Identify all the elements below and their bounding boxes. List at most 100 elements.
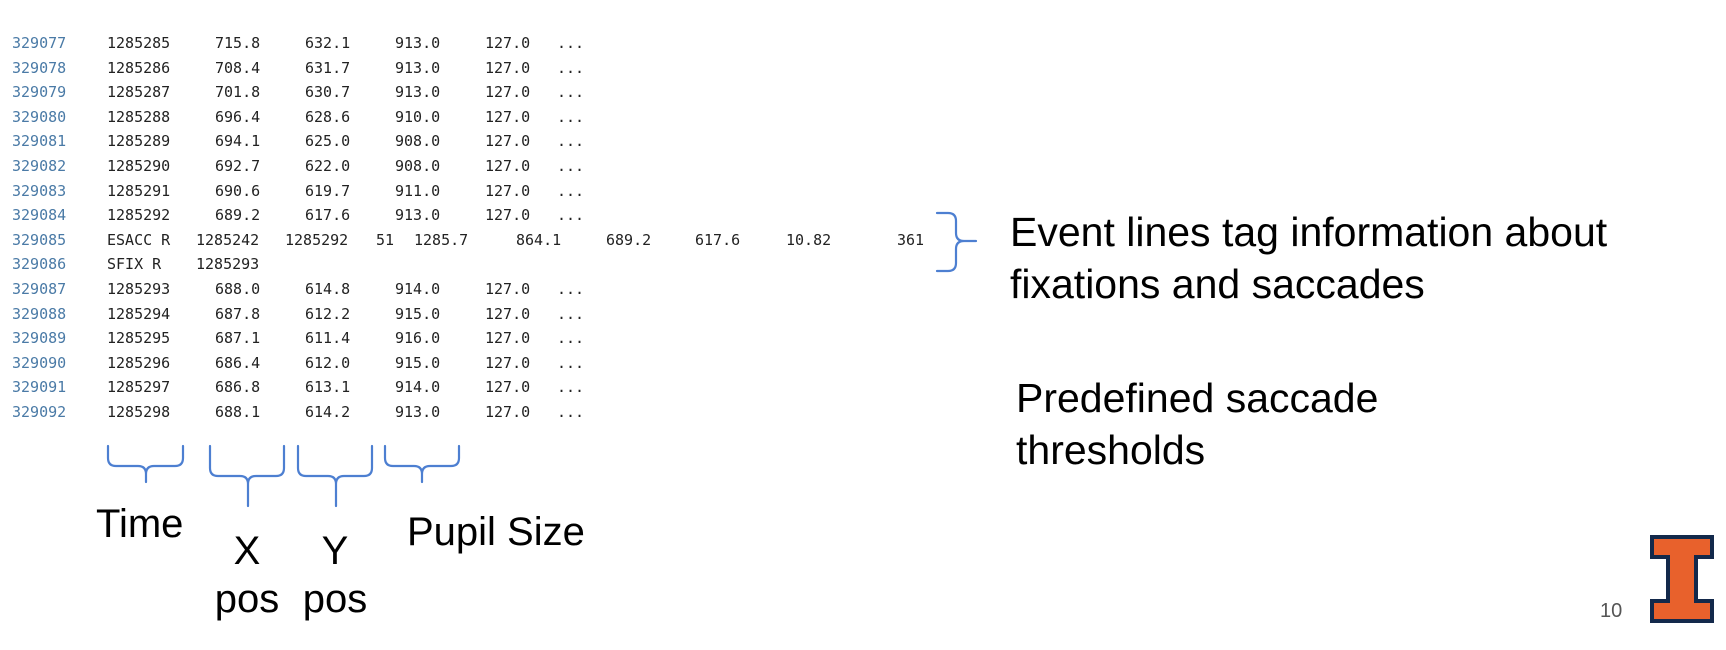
listing-cell: 864.1 [516,230,562,249]
listing-cell: ESACC R [107,230,171,249]
listing-cell: ... [557,58,585,77]
line-number: 329085 [12,230,67,249]
line-number: 329078 [12,58,67,77]
line-number: 329077 [12,34,67,52]
listing-cell: 1285297 [107,378,171,397]
listing-cell: 361 [897,230,925,249]
listing-cell: 913.0 [395,58,441,77]
listing-cell: ... [557,181,585,200]
listing-cell: 630.7 [305,83,351,102]
listing-cell: 632.1 [305,34,351,52]
listing-cell: 622.0 [305,157,351,175]
listing-cell: 913.0 [395,83,441,102]
listing-cell: ... [557,280,585,298]
listing-cell: ... [557,329,585,348]
listing-cell: 915.0 [395,353,441,372]
line-number: 329079 [12,83,67,102]
listing-cell: 688.1 [215,403,261,421]
listing-cell: 1285290 [107,157,171,175]
listing-cell: 701.8 [215,83,261,102]
listing-cell: 51 [376,230,395,249]
listing-cell: 1285294 [107,304,171,323]
listing-cell: 1285242 [196,230,260,249]
listing-cell: 1285286 [107,58,171,77]
listing-cell: 1285293 [196,255,260,274]
listing-cell: ... [557,83,585,102]
listing-cell: 127.0 [485,107,531,126]
x-pos-label: X pos [215,527,280,623]
line-number: 329081 [12,132,67,151]
listing-cell: 1285298 [107,403,171,421]
listing-cell: 612.2 [305,304,351,323]
x-pos-label-line2: pos [214,577,280,621]
listing-cell: 625.0 [305,132,351,151]
listing-cell: 689.2 [606,230,652,249]
line-number: 329083 [12,181,67,200]
line-number: 329087 [12,280,67,298]
listing-cell: 708.4 [215,58,261,77]
listing-cell: 914.0 [395,378,441,397]
listing-cell: 1285293 [107,280,171,298]
listing-cell: ... [557,206,585,225]
listing-cell: 911.0 [395,181,441,200]
event-lines-callout: Event lines tag information about fixati… [1010,206,1607,310]
listing-cell: ... [557,157,585,175]
page-number: 10 [1600,600,1623,622]
listing-cell: 127.0 [485,83,531,102]
line-number: 329082 [12,157,67,175]
listing-cell: 127.0 [485,280,531,298]
listing-cell: 690.6 [215,181,261,200]
listing-cell: 1285287 [107,83,171,102]
line-number: 329091 [12,378,67,397]
sample-line: 329079 1285287 701.8 630.7 913.0 127.0... [0,80,1000,104]
listing-cell: 127.0 [485,34,531,52]
listing-cell: 1285289 [107,132,171,151]
event-lines-brace [935,211,978,273]
line-number: 329090 [12,353,67,372]
listing-cell: 631.7 [305,58,351,77]
line-number: 329089 [12,329,67,348]
listing-cell: 916.0 [395,329,441,348]
listing-cell: ... [557,403,585,421]
listing-cell: 127.0 [485,157,531,175]
y-pos-label: Y pos [303,527,368,623]
line-number: 329084 [12,206,67,225]
pupil-size-brace [383,444,461,484]
saccade-thresholds-callout-line1: Predefined saccade [1016,375,1379,421]
listing-cell: ... [557,107,585,126]
listing-cell: 127.0 [485,132,531,151]
listing-cell: 1285291 [107,181,171,200]
listing-cell: ... [557,132,585,151]
listing-cell: 127.0 [485,58,531,77]
listing-cell: 1285295 [107,329,171,348]
listing-cell: SFIX R [107,255,162,274]
listing-cell: 908.0 [395,157,441,175]
line-number: 329080 [12,107,67,126]
listing-cell: 127.0 [485,181,531,200]
listing-cell: 614.8 [305,280,351,298]
listing-cell: 127.0 [485,304,531,323]
listing-cell: 915.0 [395,304,441,323]
listing-cell: 617.6 [695,230,741,249]
x-pos-brace [208,444,286,508]
listing-cell: 1285292 [107,206,171,225]
listing-cell: 687.1 [215,329,261,348]
listing-cell: 611.4 [305,329,351,348]
listing-cell: 910.0 [395,107,441,126]
listing-cell: 688.0 [215,280,261,298]
sample-line: 329078 1285286 708.4 631.7 913.0 127.0... [0,56,1000,80]
listing-cell: 10.82 [786,230,832,249]
listing-cell: 686.8 [215,378,261,397]
y-pos-label-line1: Y [321,529,349,573]
listing-cell: 913.0 [395,206,441,225]
